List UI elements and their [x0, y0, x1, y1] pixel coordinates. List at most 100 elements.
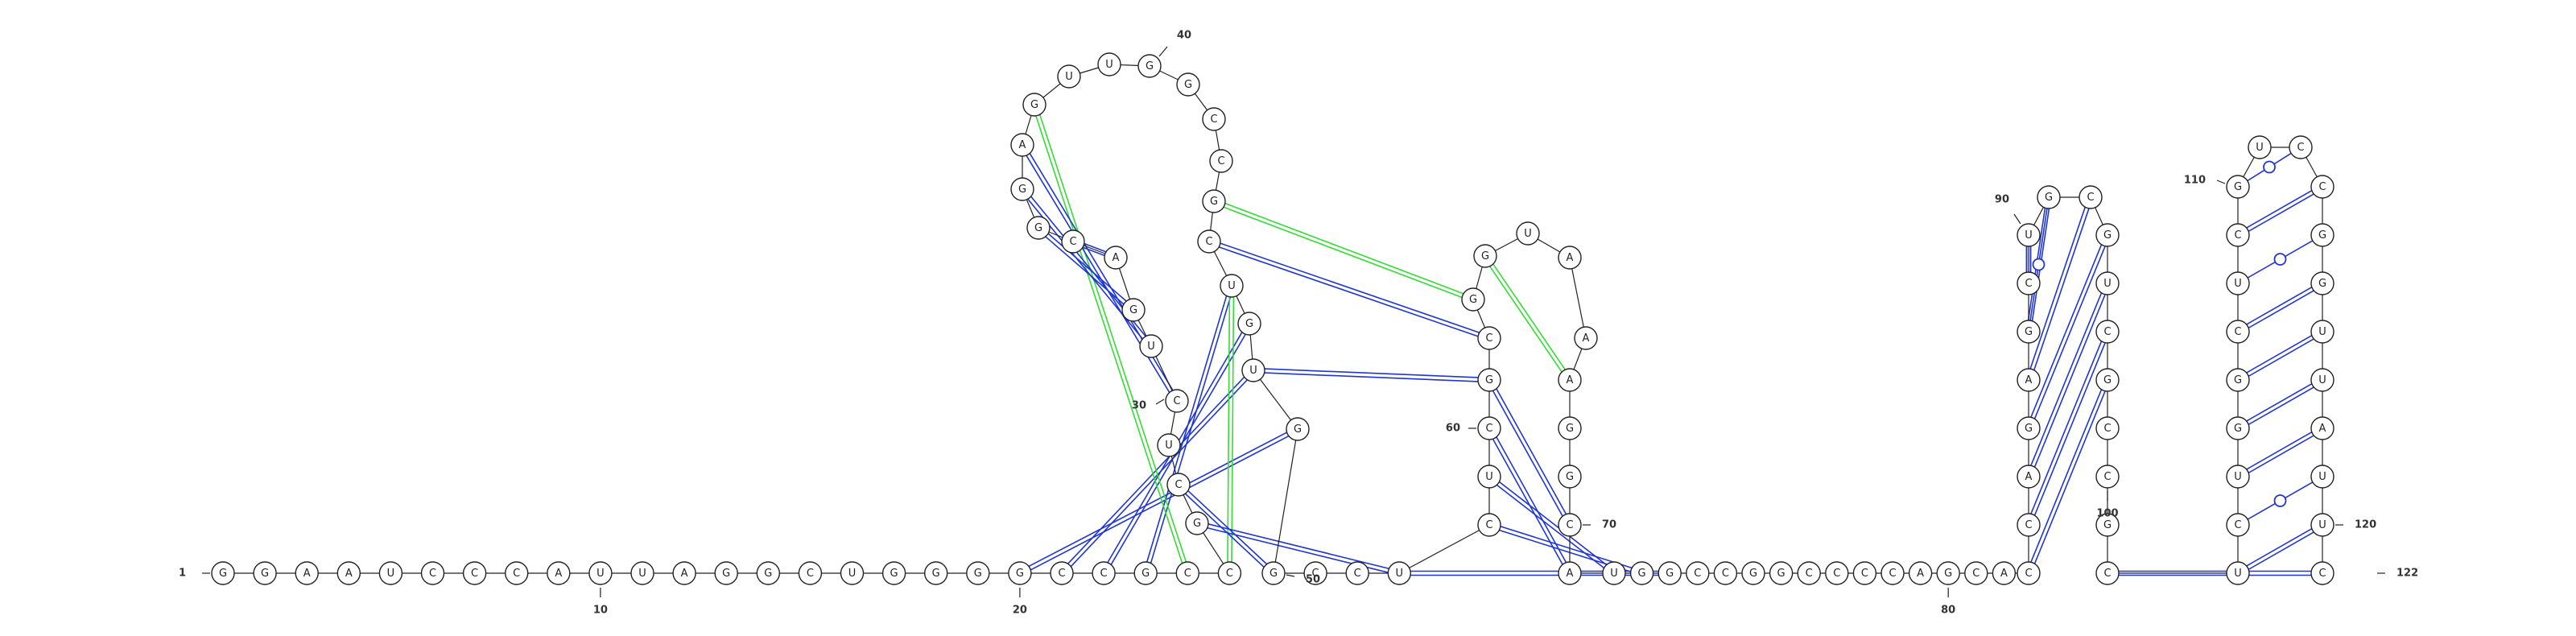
- nucleotide-55: U: [1477, 465, 1501, 489]
- nucleotide-letter: U: [1524, 228, 1532, 240]
- nucleotide-letter: C: [1485, 423, 1492, 435]
- nucleotide-letter: U: [1396, 568, 1404, 580]
- noncanonical-base-pair: [1223, 202, 1464, 299]
- nucleotide-73: C: [1713, 561, 1738, 585]
- index-label: 10: [593, 605, 608, 617]
- nucleotide-letter: C: [1210, 114, 1217, 126]
- canonical-base-pair: [2030, 244, 2106, 419]
- nucleotide-59: G: [1461, 287, 1485, 312]
- nucleotide-letter: G: [1016, 568, 1024, 580]
- nucleotide-letter: G: [932, 568, 940, 580]
- nucleotide-17: G: [881, 561, 906, 585]
- backbone-segment: [1273, 428, 1298, 574]
- nucleotide-letter: G: [2025, 423, 2033, 435]
- nucleotide-15: C: [798, 561, 823, 585]
- nucleotide-3: A: [295, 561, 319, 585]
- nucleotide-letter: G: [1481, 250, 1489, 262]
- nucleotide-letter: C: [1205, 236, 1212, 248]
- nucleotide-letter: G: [1146, 60, 1154, 72]
- wobble-base-pair: [2247, 152, 2292, 182]
- nucleotide-67: C: [1558, 513, 1582, 537]
- nucleotide-65: G: [1558, 416, 1582, 440]
- nucleotide-52: C: [1345, 561, 1369, 585]
- nucleotide-letter: G: [1666, 568, 1674, 580]
- nucleotide-letter: C: [2297, 142, 2304, 154]
- nucleotide-letter: C: [1100, 568, 1108, 580]
- nucleotide-53: U: [1387, 561, 1412, 585]
- index-label: 80: [1941, 605, 1955, 617]
- nucleotide-letter: C: [2025, 568, 2032, 580]
- nucleotide-letter: U: [1249, 365, 1257, 377]
- backbone-segment: [1399, 524, 1490, 574]
- nucleotide-76: C: [1797, 561, 1821, 585]
- nucleotide-letter: G: [1030, 99, 1038, 111]
- canonical-base-pair: [1496, 481, 1607, 569]
- nucleotide-118: A: [2310, 416, 2334, 440]
- nucleotide-24: C: [1175, 561, 1200, 585]
- nucleotide-92: G: [2037, 185, 2061, 209]
- nucleotide-120: U: [2310, 513, 2334, 537]
- nucleotide-letter: G: [1566, 471, 1574, 483]
- nucleotide-107: C: [2226, 320, 2250, 344]
- nucleotide-64: A: [1558, 368, 1582, 392]
- nucleotide-33: C: [1061, 229, 1085, 254]
- nucleotide-51: C: [1303, 561, 1327, 585]
- index-label: 20: [1013, 605, 1027, 617]
- nucleotide-103: C: [2226, 513, 2250, 537]
- nucleotide-96: C: [2095, 320, 2120, 344]
- nucleotide-letter: U: [2318, 326, 2326, 338]
- nucleotide-letter: G: [1141, 568, 1150, 580]
- nucleotide-86: A: [2017, 465, 2041, 489]
- nucleotide-89: G: [2017, 320, 2041, 344]
- canonical-base-pair: [1264, 368, 1479, 382]
- nucleotide-8: C: [505, 561, 529, 585]
- nucleotide-letter: C: [429, 568, 436, 580]
- nucleotide-letter: C: [2318, 568, 2326, 580]
- nucleotide-letter: C: [1354, 568, 1361, 580]
- nucleotide-110: G: [2226, 175, 2250, 199]
- nucleotide-letter: G: [1294, 423, 1302, 436]
- nucleotide-letter: U: [1610, 568, 1618, 580]
- nucleotide-letter: C: [1226, 568, 1233, 580]
- wobble-base-pair: [2247, 240, 2314, 279]
- nucleotide-letter: C: [1566, 519, 1573, 531]
- nucleotide-letter: C: [2318, 181, 2326, 193]
- nucleotide-letter: A: [1583, 332, 1590, 345]
- nucleotide-72: C: [1686, 561, 1710, 585]
- nucleotide-43: C: [1209, 149, 1233, 173]
- nucleotide-letter: C: [1058, 568, 1065, 580]
- nucleotide-letter: C: [2103, 326, 2111, 338]
- index-tick: [2216, 180, 2226, 184]
- nucleotide-7: C: [462, 561, 487, 585]
- nucleotide-letter: C: [1173, 395, 1180, 407]
- index-label: 70: [1602, 519, 1616, 531]
- nucleotide-letter: U: [2318, 374, 2326, 386]
- nucleotide-letter: G: [1245, 318, 1253, 330]
- nucleotide-letter: C: [807, 568, 814, 580]
- nucleotide-letter: U: [2318, 519, 2326, 531]
- nucleotide-letter: G: [1129, 304, 1137, 316]
- nucleotide-98: C: [2095, 416, 2120, 440]
- nucleotide-letter: G: [2234, 181, 2242, 193]
- nucleotide-46: U: [1220, 274, 1244, 298]
- nucleotide-letter: C: [2103, 471, 2111, 483]
- canonical-base-pair: [1492, 388, 1567, 517]
- nucleotide-12: A: [672, 561, 696, 585]
- nucleotide-50: G: [1261, 561, 1286, 585]
- nucleotide-66: G: [1558, 465, 1582, 489]
- nucleotide-letter: G: [2234, 374, 2242, 386]
- nucleotide-letter: C: [1889, 568, 1896, 580]
- nucleotide-letter: A: [2319, 423, 2326, 435]
- nucleotide-11: U: [630, 561, 654, 585]
- nucleotide-letter: G: [1018, 184, 1026, 196]
- nucleotide-80: A: [1908, 561, 1933, 585]
- nucleotide-63: A: [1574, 326, 1598, 350]
- nucleotide-letter: U: [2234, 278, 2242, 290]
- nucleotide-90: C: [2017, 271, 2041, 295]
- nucleotide-101: C: [2095, 561, 2120, 585]
- nucleotide-letter: U: [2256, 142, 2264, 154]
- nucleotide-letter: G: [1469, 294, 1477, 306]
- nucleotide-letter: U: [1228, 280, 1236, 292]
- nucleotide-62: A: [1558, 246, 1582, 270]
